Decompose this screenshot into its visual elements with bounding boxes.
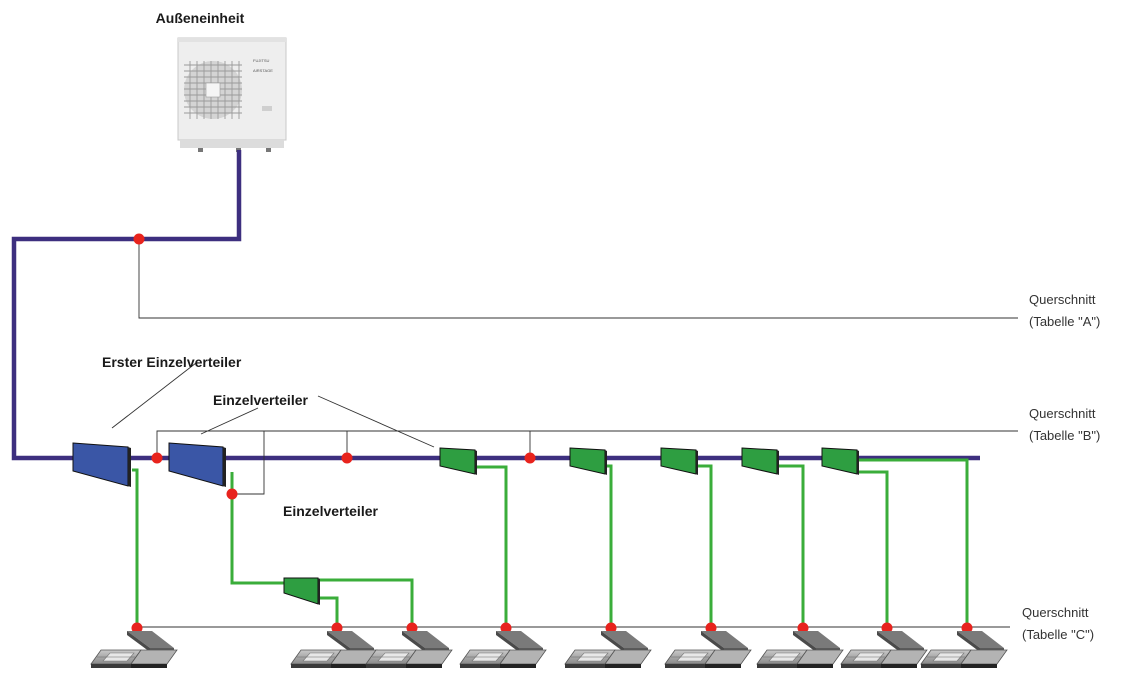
cross-section-a-line1: Querschnitt <box>1029 292 1096 307</box>
outdoor-unit-brand: FUJITSU <box>253 58 270 63</box>
measure-point <box>341 452 353 464</box>
measure-point <box>500 622 512 634</box>
cross-section-b-line2: (Tabelle "B") <box>1029 428 1100 443</box>
indoor-cassette-unit <box>840 630 928 669</box>
branch-label-upper: Einzelverteiler <box>213 392 308 408</box>
branch-joint-sub <box>283 577 320 605</box>
measure-point <box>961 622 973 634</box>
measure-point <box>524 452 536 464</box>
measure-point <box>331 622 343 634</box>
branch-joint-7 <box>821 447 859 475</box>
measure-points <box>131 233 973 634</box>
branch-joint-4 <box>569 447 607 475</box>
indoor-cassette-unit <box>290 630 378 669</box>
first-branch-joint <box>72 442 131 487</box>
measure-point <box>133 233 145 245</box>
measure-point <box>881 622 893 634</box>
branch-joint-6 <box>741 447 779 475</box>
measure-point <box>705 622 717 634</box>
first-branch-label: Erster Einzelverteiler <box>102 354 242 370</box>
main-pipe-riser <box>11 150 980 461</box>
branch-joint-3 <box>439 447 477 475</box>
branch-pipes <box>132 458 969 628</box>
cross-section-b-line1: Querschnitt <box>1029 406 1096 421</box>
indoor-cassette-unit <box>90 630 178 669</box>
indoor-cassette-unit <box>564 630 652 669</box>
measure-point <box>797 622 809 634</box>
measure-point <box>226 488 238 500</box>
indoor-cassette-unit <box>664 630 752 669</box>
indoor-cassette-unit <box>365 630 453 669</box>
indoor-cassette-unit <box>459 630 547 669</box>
cross-section-c-line2: (Tabelle "C") <box>1022 627 1094 642</box>
outdoor-unit: FUJITSU AIRSTAGE <box>177 37 287 152</box>
cross-section-c-line1: Querschnitt <box>1022 605 1089 620</box>
measure-point <box>151 452 163 464</box>
cross-section-a-line2: (Tabelle "A") <box>1029 314 1100 329</box>
measure-point <box>605 622 617 634</box>
measure-point <box>406 622 418 634</box>
branch-label-lower: Einzelverteiler <box>283 503 378 519</box>
outdoor-unit-series: AIRSTAGE <box>253 68 273 73</box>
indoor-cassette-unit <box>756 630 844 669</box>
indoor-cassette-unit <box>920 630 1008 669</box>
cross-section-leaders <box>111 239 1018 628</box>
branch-joint-2 <box>168 442 226 487</box>
outdoor-unit-label: Außeneinheit <box>156 10 245 26</box>
measure-point <box>131 622 143 634</box>
branch-joint-5 <box>660 447 698 475</box>
indoor-units <box>90 630 1008 669</box>
